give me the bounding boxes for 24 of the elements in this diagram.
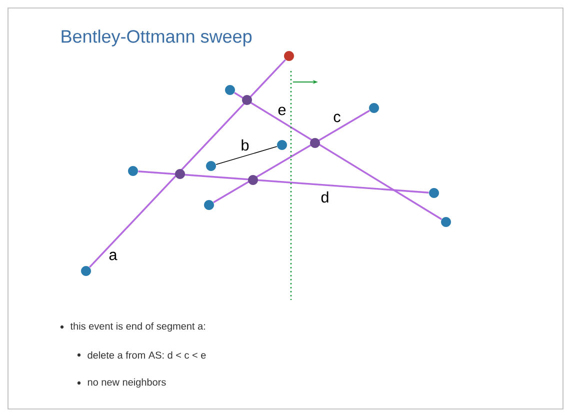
endpoint-dot [128, 166, 138, 176]
endpoint-dot [81, 266, 91, 276]
endpoint-dot [284, 51, 294, 61]
edge-label: a [109, 252, 118, 260]
endpoint-dot [369, 103, 379, 113]
endpoint-dot [204, 200, 214, 210]
edge-label: d [321, 191, 328, 203]
line-segment [89, 59, 286, 268]
bullet-text: this event is end of segment a: [70, 322, 205, 332]
bullet-text: no new neighbors [88, 378, 166, 388]
title: Bentley-Ottmann sweep [62, 30, 252, 46]
edge-label: e [278, 106, 286, 116]
edge-label: c [334, 114, 340, 122]
edge-label: b [242, 139, 249, 151]
endpoint-dot [206, 161, 216, 171]
bullet-text: delete a from AS: d < c < e [88, 351, 206, 359]
endpoint-dot [277, 140, 287, 150]
line-segment [234, 92, 442, 220]
endpoint-dot [225, 85, 235, 95]
endpoint-dot [429, 188, 439, 198]
line-segment [213, 110, 370, 204]
line-segment [138, 170, 429, 194]
line-segment [216, 146, 278, 165]
endpoint-dot [441, 217, 451, 227]
